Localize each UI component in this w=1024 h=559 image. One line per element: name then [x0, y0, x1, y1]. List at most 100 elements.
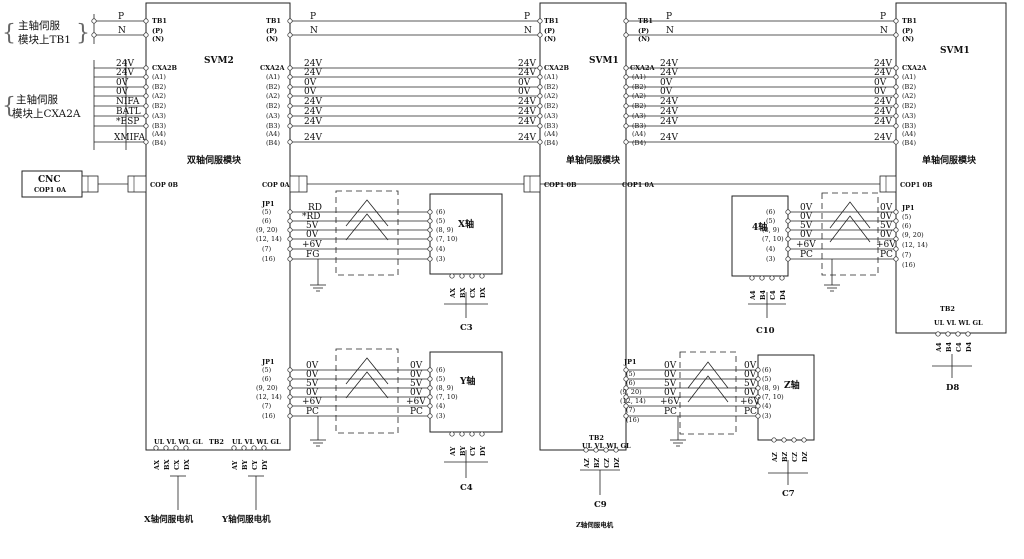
svm1b-left-cop-out-label: COP1 0A: [622, 181, 655, 189]
svm1a-name: SVM1: [589, 56, 619, 66]
svm2-cxa-out-pin-3: (B2): [266, 102, 280, 110]
svm1a-tb2-label: TB2: [589, 434, 604, 442]
y-signal-left-3: 0V: [306, 388, 319, 398]
svm2-tb1-header: TB1: [152, 17, 167, 25]
svm1b-left-cxa-pin-6: (A4): [632, 130, 646, 138]
z-term-0: AZ: [771, 452, 779, 463]
y-encoder-box: [429, 351, 503, 433]
bus-signal-cxa-mid-7: 24V: [304, 133, 322, 143]
y-signal-right-5: PC: [410, 407, 423, 417]
svm1b-motor-term-0: A4: [935, 342, 943, 353]
bus-signal-n-right: N: [666, 26, 674, 36]
bus-signal-p-left: P: [118, 12, 124, 22]
bus-signal-n-mid-r: N: [524, 26, 532, 36]
svm2-motor-y-term-1: BY: [241, 460, 249, 470]
bus-signal-p-right: P: [666, 12, 672, 22]
y-signal-left-1: 0V: [306, 370, 319, 380]
svm1b-left-tb1-header: TB1: [638, 17, 653, 25]
svm1b-name: SVM1: [940, 46, 970, 56]
axis4-enc-pin-2: (8, 9): [762, 226, 780, 234]
svm1a-plug-label: C9: [594, 500, 607, 510]
svm1b-module-box: [895, 2, 1007, 334]
svm1a-cxa-pin-7: (B4): [544, 139, 558, 147]
z-term-3: DZ: [801, 451, 809, 462]
axis4-jp1-pin-0: (5): [902, 213, 912, 221]
bus-signal-cxa-right-4: 24V: [660, 97, 678, 107]
x-jp1-pin-3: (12, 14): [256, 235, 282, 243]
x-jp1-pin-0: (5): [262, 208, 272, 216]
cxa-note-brace-left: {: [2, 94, 16, 119]
y-jp1-pin-2: (9, 20): [256, 384, 278, 392]
svm1a-cxa-pin-6: (A4): [544, 130, 558, 138]
svm2-cxa-in-pin-1: (B2): [152, 83, 166, 91]
bus-signal-cxa-right-0: 24V: [660, 59, 678, 69]
bus-signal-cxa-right-r-1: 24V: [874, 68, 892, 78]
z-signal-left-4: +6V: [660, 397, 680, 407]
z-jp1-header: JP1: [623, 358, 637, 366]
bus-signal-cxa-mid-r-3: 0V: [518, 87, 531, 97]
svm1a-motor-term-0: AZ: [583, 458, 591, 469]
svm2-cxa-in-header: CXA2B: [152, 64, 178, 72]
x-plug-label: C3: [460, 323, 473, 333]
svm1a-cop-in-connector: [523, 175, 541, 193]
svm2-motor-x-term-3: DX: [183, 458, 191, 470]
svm1b-cop-in-connector: [879, 175, 897, 193]
svm1a-motor-term-1: BZ: [593, 458, 601, 468]
y-signal-right-2: 5V: [410, 379, 423, 389]
x-signal-0: RD: [308, 203, 322, 213]
svm1a-motor-term-2: CZ: [603, 458, 611, 468]
svm1a-motor-term-3: DZ: [613, 457, 621, 468]
svm2-cxa-out-pin-1: (B2): [266, 83, 280, 91]
axis4-signal-left-2: 5V: [800, 221, 813, 231]
svm2-cxa-in-pin-5: (B3): [152, 122, 166, 130]
bus-signal-cxa-left-5: BATL: [116, 107, 141, 117]
svm2-cxa-in-pin-3: (B2): [152, 102, 166, 110]
x-signal-1: *RD: [302, 212, 321, 222]
bus-signal-cxa-mid-r-7: 24V: [518, 133, 536, 143]
y-axis-label: Y轴: [459, 375, 475, 387]
bus-signal-cxa-mid-r-5: 24V: [518, 107, 536, 117]
y-signal-right-3: 0V: [410, 388, 423, 398]
axis4-plug-label: C10: [756, 326, 775, 336]
axis4-jp1-pin-1: (6): [902, 222, 912, 230]
svm1b-tb1-pin-p: (P): [902, 27, 913, 35]
svm1a-cxa-pin-4: (A3): [544, 112, 558, 120]
bus-signal-p-mid: P: [310, 12, 316, 22]
svm1a-cop-in-label: COP1 0B: [544, 181, 577, 189]
y-signal-right-4: +6V: [406, 397, 426, 407]
svm1b-cxa-pin-6: (A4): [902, 130, 916, 138]
svm2-module-label: 双轴伺服模块: [187, 154, 242, 166]
axis4-signal-left-5: PC: [800, 250, 813, 260]
y-signal-right-1: 0V: [410, 370, 423, 380]
axis4-signal-right-2: 5V: [880, 221, 893, 231]
axis4-term-2: C4: [769, 290, 777, 300]
axis4-term-3: D4: [779, 289, 787, 300]
svm2-motor-y-term-0: AY: [231, 460, 239, 471]
svm2-tb2-label: TB2: [209, 438, 224, 446]
bus-signal-p-right-r: P: [880, 12, 886, 22]
x-signal-3: 0V: [306, 230, 319, 240]
svm2-out-tb1-header: TB1: [266, 17, 281, 25]
bus-signal-cxa-left-0: 24V: [116, 59, 134, 69]
x-jp1-header: JP1: [261, 200, 275, 208]
y-enc-pin-2: (8, 9): [436, 384, 454, 392]
y-enc-pin-3: (7, 10): [436, 393, 458, 401]
svm1a-cxa-pin-0: (A1): [544, 73, 558, 81]
z-enc-pin-1: (5): [762, 375, 772, 383]
y-term-0: AY: [449, 446, 457, 457]
z-jp1-pin-5: (16): [626, 416, 640, 424]
z-jp1-pin-0: (5): [626, 370, 636, 378]
x-enc-pin-2: (8, 9): [436, 226, 454, 234]
svm2-cxa-out-pin-4: (A3): [266, 112, 280, 120]
svm2-motor-x-term-1: BX: [163, 459, 171, 470]
cnc-title: CNC: [38, 175, 61, 185]
svm1a-cxa-pin-2: (A2): [544, 92, 558, 100]
svm1b-motor-term-3: D4: [965, 341, 973, 352]
axis4-jp1-header: JP1: [901, 204, 915, 212]
svm1a-tb1-header: TB1: [544, 17, 559, 25]
z-signal-right-2: 5V: [744, 379, 757, 389]
axis4-cable-shield: [821, 192, 879, 276]
z-signal-left-2: 5V: [664, 379, 677, 389]
axis4-signal-right-5: PC: [880, 250, 893, 260]
